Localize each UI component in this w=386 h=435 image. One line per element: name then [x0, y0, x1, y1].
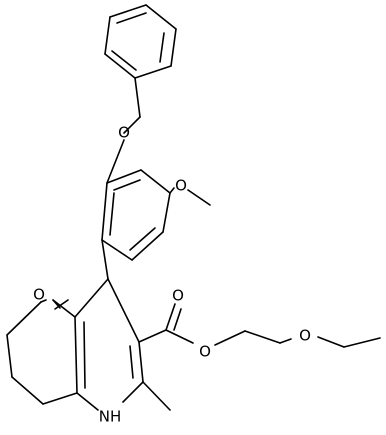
aryl-to-c4-bond — [101, 239, 109, 280]
atom-label-ethoxy-oxygen: O — [299, 327, 311, 345]
atom-label-methoxy-oxygen: O — [175, 177, 187, 195]
atom-label-ketone-oxygen: O — [33, 286, 45, 304]
atom-label-amine: NH — [99, 408, 122, 426]
benzyl-phenyl-ring — [104, 4, 177, 79]
atom-label-carbonyl-oxygen: O — [172, 287, 184, 305]
hexahydroquinolinone-core — [6, 278, 171, 411]
methoxy-group — [169, 187, 211, 206]
methoxyphenyl-ring — [101, 139, 171, 261]
atom-label-ether-oxygen: O — [118, 124, 130, 142]
atom-label-ester-oxygen: O — [199, 343, 211, 361]
ethoxyethyl-ester-branch — [138, 303, 381, 348]
benzyloxy-linker — [123, 77, 141, 134]
atom-labels: O O O O O O NH — [33, 124, 311, 426]
